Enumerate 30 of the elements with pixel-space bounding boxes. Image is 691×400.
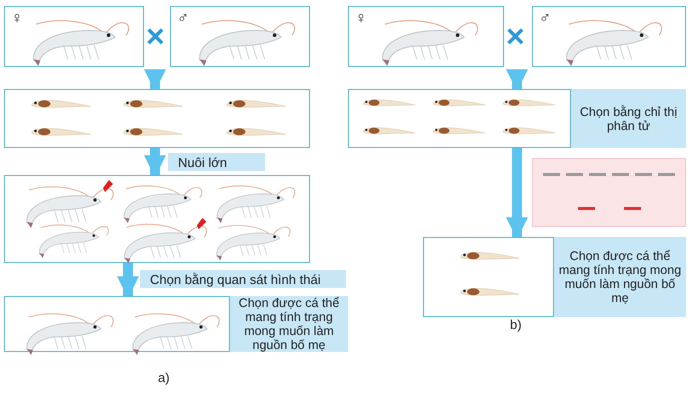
selection-text: Chọn được cá thể mang tính trạng mong muốn làm nguồn bố mẹ <box>558 249 682 305</box>
image-box <box>170 6 310 67</box>
image-box <box>348 89 571 148</box>
flow-arrow <box>506 148 528 240</box>
sex-symbol: ♀ <box>355 11 367 27</box>
edge-label: Chọn bằng quan sát hình thái <box>140 270 346 288</box>
image-box <box>423 237 554 317</box>
image-box <box>4 175 310 263</box>
edge-label: Nuôi lớn <box>168 153 265 171</box>
image-box <box>4 89 310 148</box>
label-band <box>571 89 686 148</box>
sex-symbol: ♂ <box>177 11 189 27</box>
flow-arrow <box>144 148 166 178</box>
image-box <box>348 6 504 67</box>
flow-arrow <box>506 69 528 92</box>
selection-text: Chọn bằng chỉ thị phân tử <box>578 104 678 132</box>
image-box <box>532 6 686 67</box>
sex-symbol: ♀ <box>11 11 23 27</box>
image-box <box>4 296 230 352</box>
flow-arrow <box>144 69 166 92</box>
cross-symbol: × <box>506 20 525 52</box>
sex-symbol: ♂ <box>539 11 551 27</box>
flow-arrow <box>117 263 139 298</box>
panel-caption: b) <box>510 317 522 332</box>
panel-caption: a) <box>158 370 170 385</box>
gel-panel <box>532 158 686 227</box>
cross-symbol: × <box>146 20 165 52</box>
image-box <box>4 6 144 67</box>
label-band <box>554 237 686 317</box>
selection-text: Chọn được cá thể mang tính trạng mong muốn làm nguồn bố mẹ <box>238 296 340 352</box>
